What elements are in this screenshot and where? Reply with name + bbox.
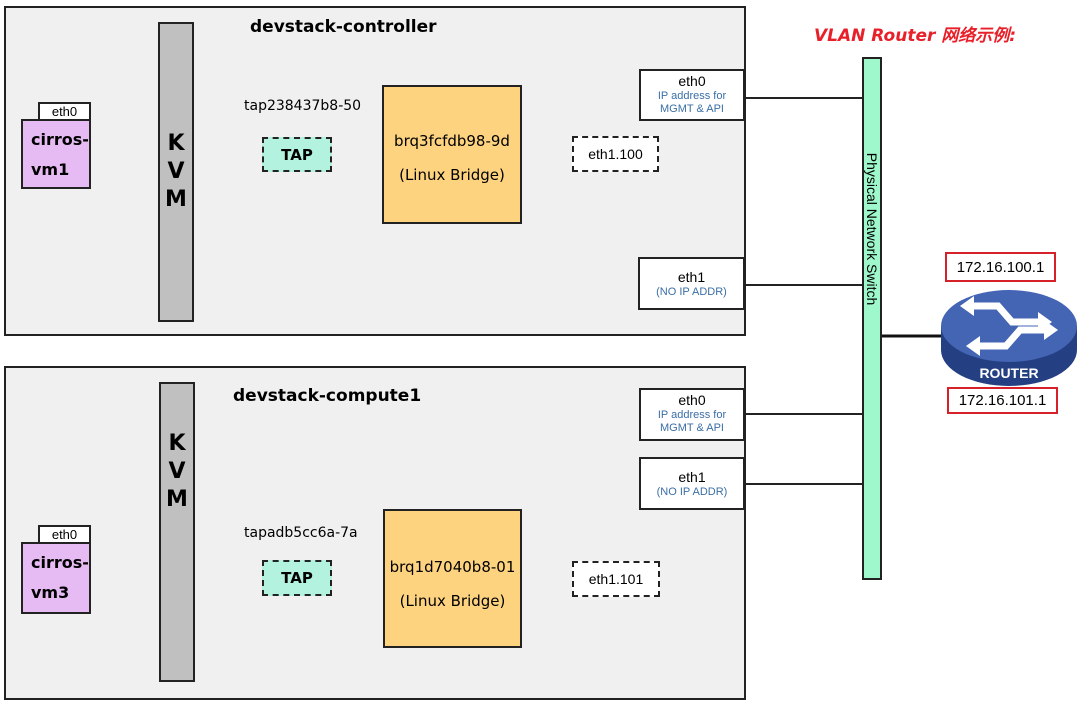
tap-device-name: tap238437b8-50 [244,98,362,114]
nic-name: eth0 [678,392,706,408]
router-label: ROUTER [979,365,1038,381]
nic-name: eth1 [677,269,706,285]
linux-bridge[interactable]: brq1d7040b8-01 (Linux Bridge) [383,509,522,648]
vm-name-line2: vm3 [31,583,70,602]
kvm-letter: M [165,187,187,212]
nic-name: eth1 [678,469,706,485]
host-title: devstack-controller [250,17,437,37]
kvm-letter: M [166,487,188,512]
kvm-hypervisor: K V M [159,382,195,682]
linux-bridge[interactable]: brq3fcfdb98-9d (Linux Bridge) [382,85,522,224]
nic-eth1[interactable]: eth1 (NO IP ADDR) [639,457,745,510]
router-ip-vlan101: 172.16.101.1 [947,387,1058,414]
vm-cirros-vm1[interactable]: cirros- vm1 [21,119,91,189]
vm-name-line1: cirros- [31,553,89,572]
nic-desc: (NO IP ADDR) [656,486,728,498]
bridge-name: brq1d7040b8-01 [389,558,516,576]
host-compute1 [4,366,746,700]
vlan-interface[interactable]: eth1.100 [572,136,659,172]
nic-eth1[interactable]: eth1 (NO IP ADDR) [638,257,745,310]
tap-device[interactable]: TAP [262,137,332,172]
router-icon: ROUTER [941,290,1077,386]
vm-name-line2: vm1 [31,160,70,179]
nic-desc: IP address for [657,90,727,102]
kvm-letter: K [168,431,186,456]
vlan-interface[interactable]: eth1.101 [572,561,660,597]
kvm-letter: K [167,131,185,156]
nic-desc: MGMT & API [660,422,724,434]
physical-network-switch[interactable]: Physical Network Switch [862,57,882,580]
diagram-title: VLAN Router 网络示例: [814,26,1017,46]
nic-eth0[interactable]: eth0 IP address for MGMT & API [639,388,745,441]
tap-device[interactable]: TAP [262,560,332,596]
nic-desc: (NO IP ADDR) [656,286,727,298]
router[interactable]: ROUTER [940,284,1078,388]
nic-desc: IP address for [657,409,727,421]
nic-eth0[interactable]: eth0 IP address for MGMT & API [639,69,745,121]
vm-name-line1: cirros- [31,130,89,149]
kvm-letter: V [167,159,185,184]
bridge-type: (Linux Bridge) [399,592,506,610]
router-ip-vlan100: 172.16.100.1 [945,252,1056,282]
kvm-letter: V [168,459,186,484]
vm-eth0-port[interactable]: eth0 [38,525,91,544]
bridge-type: (Linux Bridge) [399,166,505,184]
kvm-hypervisor: K V M [158,22,194,322]
switch-label: Physical Network Switch [864,152,880,306]
vm-cirros-vm3[interactable]: cirros- vm3 [21,542,91,614]
nic-name: eth0 [678,73,706,89]
host-title: devstack-compute1 [233,386,422,406]
tap-device-name: tapadb5cc6a-7a [244,525,358,541]
nic-desc: MGMT & API [660,103,724,115]
bridge-name: brq3fcfdb98-9d [394,132,510,150]
